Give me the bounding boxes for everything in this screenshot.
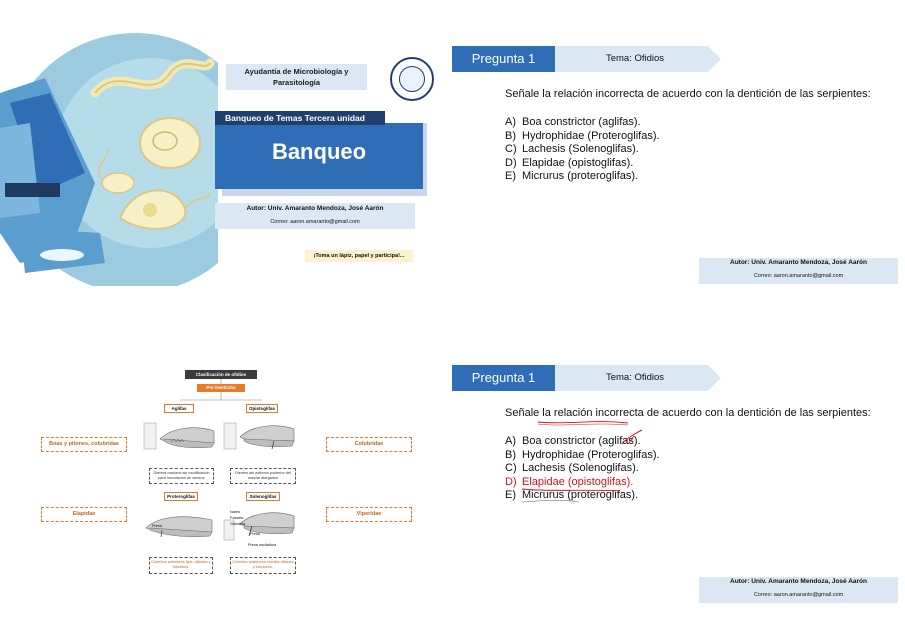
label-presa-2: Presa: [250, 532, 260, 536]
diagram-subtitle: Por Dentición: [197, 384, 245, 392]
classification-slide: Clasificación de ofidios Por Dentición A…: [0, 352, 452, 605]
option-text: Boa constrictor (aglifas).: [522, 116, 641, 128]
topic-arrow: [555, 46, 721, 72]
option-letter: C): [505, 462, 517, 474]
note-solenoglifas: Colmillos anteriores móviles afilados y …: [230, 557, 296, 574]
example-colubridae: Colubridae: [326, 437, 412, 452]
footer-box: [699, 577, 898, 603]
microscope-icon: [399, 66, 425, 92]
solenoglyph-snake-skull: [223, 512, 295, 541]
option-letter: A): [505, 435, 516, 447]
aglyph-snake-skull: [143, 422, 215, 450]
type-aglifas: Aglifas: [164, 404, 194, 413]
option-letter: E): [505, 489, 516, 501]
option-text: Micrurus (proteroglifas).: [522, 489, 639, 501]
options-list: A) Boa constrictor (aglifas). B) Hydrophid…: [505, 116, 660, 184]
option-b: B) Hydrophidae (Proteroglifas).: [505, 449, 660, 463]
footer-author: Autor: Univ. Amaranto Mendoza, José Aaró…: [730, 259, 867, 266]
example-viperidae: Viperidae: [326, 507, 412, 522]
note-proteroglifas: Colmillos anteriores fijos, afilados y t…: [149, 557, 213, 574]
label-presa-movil: Presa osciladora: [248, 543, 277, 547]
label-glandula: Glándula: [230, 522, 246, 526]
option-text: Micrurus (proteroglifas).: [522, 170, 639, 182]
option-c: C) Lachesis (Solenoglifas).: [505, 462, 660, 476]
topic-label: Tema: Ofidios: [605, 53, 665, 64]
option-d-highlighted: D) Elapidae (opistoglifas).: [505, 476, 660, 490]
option-text: Elapidae (opistoglifas).: [522, 156, 634, 169]
option-letter: A): [505, 116, 516, 128]
diagram-connectors: [180, 379, 262, 401]
option-a: A) Boa constrictor (aglifas).: [505, 435, 660, 449]
options-list: A) Boa constrictor (aglifas). B) Hydrophid…: [505, 435, 660, 503]
cover-title: Banqueo: [271, 139, 367, 164]
note-opistoglifas: Dientes del extremo posterior del maxila…: [230, 468, 296, 484]
option-text: Boa constrictor (aglifas).: [522, 435, 641, 447]
label-nares: Nares: [230, 510, 241, 514]
option-letter: B): [505, 129, 516, 142]
call-to-action: ¡Toma un lápiz, papel y participa!...: [305, 250, 413, 262]
ink-annotations: [521, 421, 643, 503]
option-a: A) Boa constrictor (aglifas).: [505, 116, 660, 130]
question-tab: Pregunta 1: [452, 46, 555, 72]
note-aglifas: Dientes macizos sin modificación para in…: [149, 468, 214, 484]
topic-arrow: [555, 365, 721, 391]
opisthoglyph-snake-skull: [223, 422, 295, 450]
question-slide: Pregunta 1 Tema: Ofidios Señale la relac…: [452, 33, 904, 286]
cover-slide: Ayudantía de Microbiología y Parasitolog…: [0, 33, 440, 286]
label-fosseta: Fosseta: [230, 516, 244, 520]
university-logo: [390, 57, 434, 101]
footer-email: Correo: aaron.amaranto@gmail.com: [753, 592, 844, 598]
option-text: Elapidae (opistoglifas).: [522, 475, 634, 488]
question-tab: Pregunta 1: [452, 365, 555, 391]
option-c: C) Lachesis (Solenoglifas).: [505, 143, 660, 157]
option-text: Hydrophidae (Proteroglifas).: [522, 448, 660, 461]
option-e: E) Micrurus (proteroglifas).: [505, 489, 660, 503]
option-letter: E): [505, 170, 516, 182]
label-presa-1: Presa: [152, 524, 162, 528]
proteroglyph-snake-skull: [145, 516, 213, 538]
option-text: Lachesis (Solenoglifas).: [522, 143, 639, 155]
question-prompt: Señale la relación incorrecta de acuerdo…: [505, 407, 871, 419]
example-elapidae: Elapidae: [41, 507, 127, 522]
author-box: [215, 203, 415, 229]
institution-label: Ayudantía de Microbiología y Parasitolog…: [226, 64, 367, 90]
footer-box: [699, 258, 898, 284]
title-panel: [215, 123, 423, 189]
option-e: E) Micrurus (proteroglifas).: [505, 170, 660, 184]
answer-slide: Pregunta 1 Tema: Ofidios Señale la relac…: [452, 352, 904, 605]
question-prompt: Señale la relación incorrecta de acuerdo…: [505, 88, 871, 100]
option-text: Lachesis (Solenoglifas).: [522, 462, 639, 474]
option-d: D) Elapidae (opistoglifas).: [505, 157, 660, 171]
type-solenoglifas: Solenoglifas: [246, 492, 280, 501]
footer-email: Correo: aaron.amaranto@gmail.com: [753, 273, 844, 279]
option-letter: D): [505, 475, 517, 488]
diagram-title: Clasificación de ofidios: [185, 370, 257, 379]
option-letter: D): [505, 156, 517, 169]
cover-author: Autor: Univ. Amaranto Mendoza, José Aaró…: [246, 205, 384, 212]
cover-email: Correo: aaron.amaranto@gmail.com: [270, 219, 360, 225]
topic-label: Tema: Ofidios: [605, 372, 665, 383]
cover-subtitle: Banqueo de Temas Tercera unidad: [215, 111, 385, 125]
footer-author: Autor: Univ. Amaranto Mendoza, José Aaró…: [730, 578, 867, 585]
type-opistoglifas: Opistoglifas: [246, 404, 278, 413]
example-boas-colubridae: Boas y pitones, colubridae: [41, 437, 127, 452]
microscope-illustration: [0, 33, 218, 286]
option-letter: B): [505, 448, 516, 461]
option-b: B) Hydrophidae (Proteroglifas).: [505, 130, 660, 144]
option-letter: C): [505, 143, 517, 155]
type-proteroglifas: Proteroglifas: [164, 492, 198, 501]
option-text: Hydrophidae (Proteroglifas).: [522, 129, 660, 142]
